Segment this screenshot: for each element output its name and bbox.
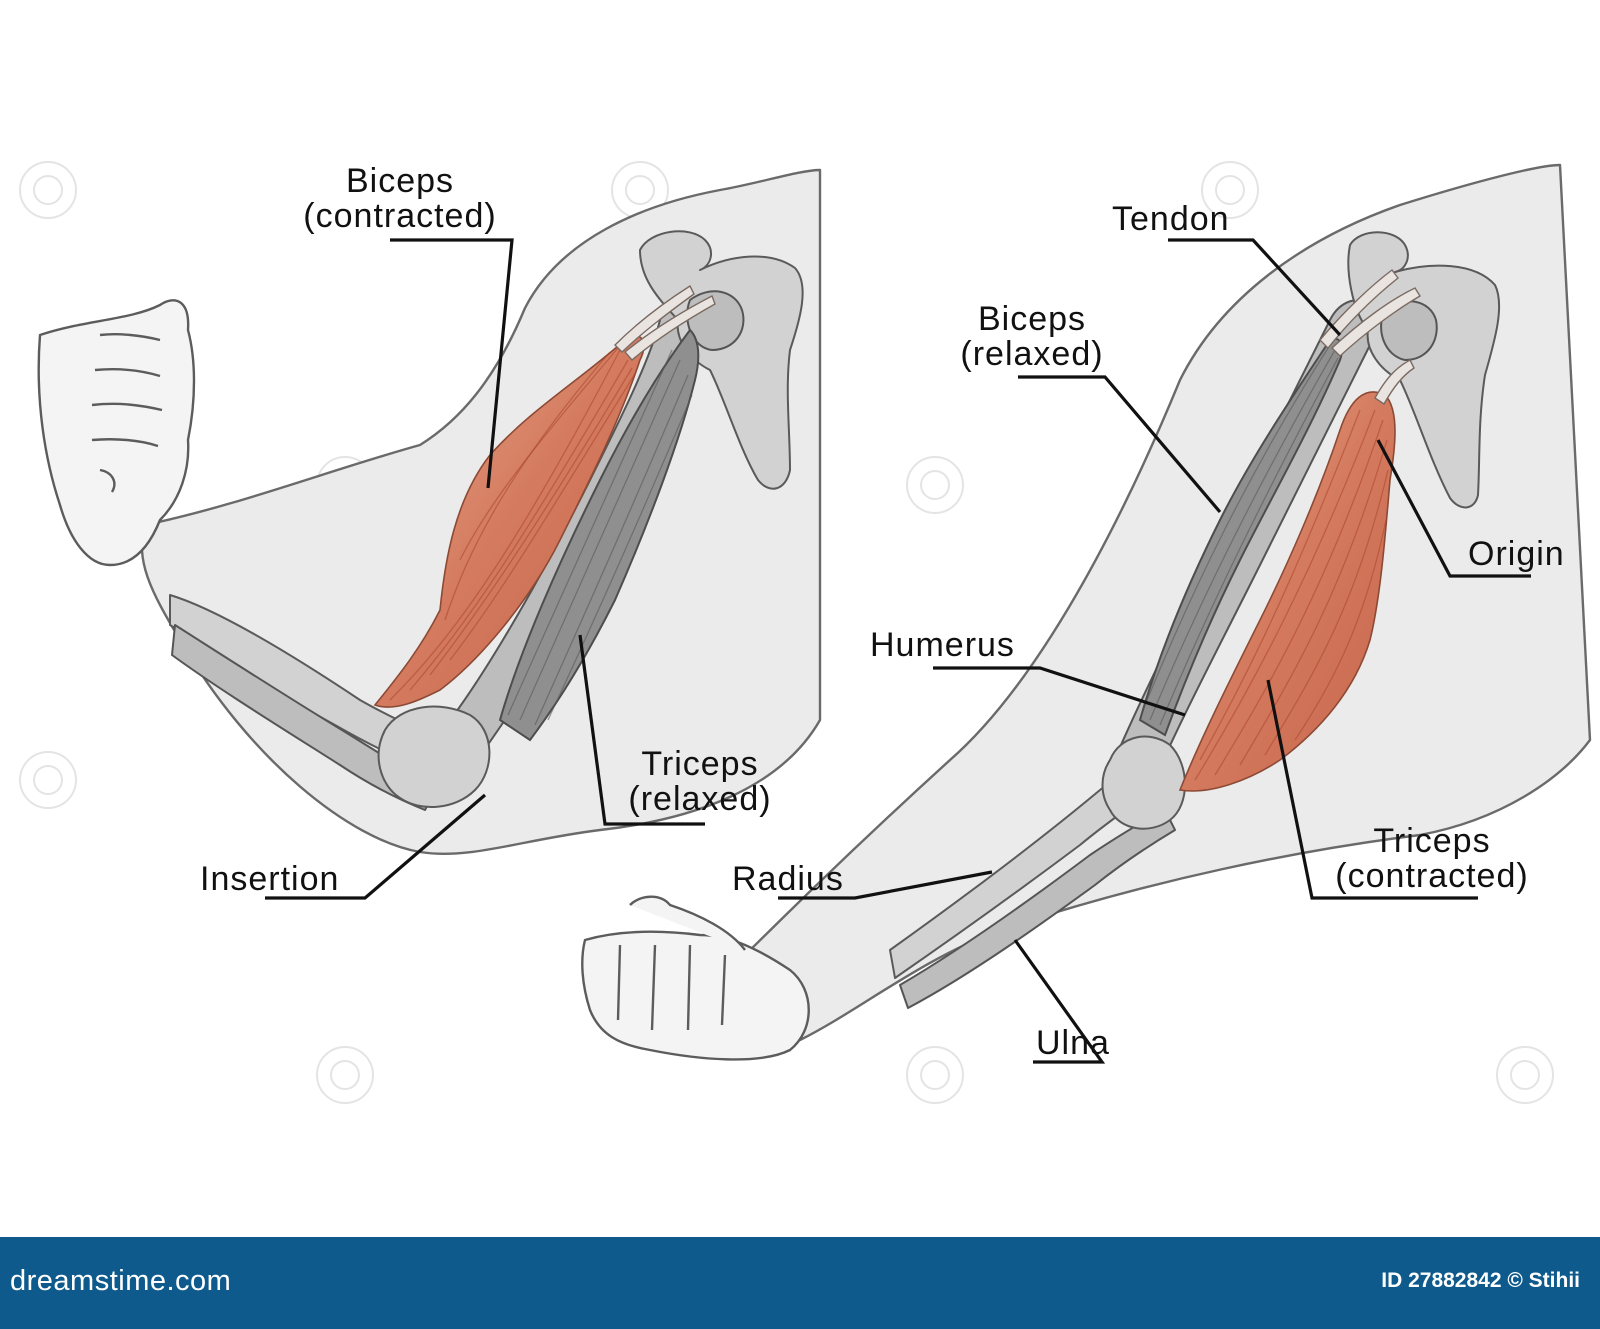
footer-image-id: ID 27882842 © Stihii	[1381, 1269, 1580, 1292]
leader-tendon	[1168, 238, 1342, 337]
labels: Biceps (contracted) Triceps (relaxed) In…	[200, 162, 1565, 1062]
leader-triceps-relaxed	[578, 634, 705, 826]
label-triceps-relaxed-line1: Triceps	[641, 745, 758, 783]
label-radius: Radius	[732, 860, 844, 898]
leader-biceps-contracted	[390, 238, 514, 489]
label-ulna: Ulna	[1036, 1024, 1110, 1062]
leader-origin	[1376, 439, 1531, 578]
footer-site-name[interactable]: dreamstime.com	[10, 1265, 232, 1297]
right-arm-extended	[581, 163, 1592, 1061]
label-origin: Origin	[1468, 535, 1565, 573]
left-arm-flexed	[37, 168, 822, 856]
muscle-diagram: Biceps (contracted) Triceps (relaxed) In…	[19, 161, 1592, 1104]
label-insertion: Insertion	[200, 860, 339, 898]
right-hand	[581, 930, 810, 1061]
leader-triceps-contracted	[1266, 679, 1478, 900]
leader-biceps-relaxed	[1018, 375, 1222, 514]
left-elbow-joint	[377, 705, 491, 808]
label-biceps-contracted-line1: Biceps	[346, 162, 454, 200]
label-biceps-relaxed-line1: Biceps	[978, 300, 1086, 338]
leader-ulna	[1013, 939, 1106, 1064]
right-triceps-contracted	[1178, 391, 1396, 792]
label-tendon: Tendon	[1112, 200, 1230, 238]
label-biceps-contracted-line2: (contracted)	[303, 197, 496, 235]
right-shoulder-bones	[1347, 231, 1501, 509]
label-humerus: Humerus	[870, 626, 1015, 664]
left-triceps-relaxed	[498, 328, 700, 742]
leader-lines	[265, 238, 1531, 1064]
leader-humerus	[933, 666, 1186, 717]
footer-bar: dreamstime.com ID 27882842 © Stihii	[0, 1237, 1600, 1329]
right-elbow-joint	[1101, 735, 1186, 830]
label-triceps-contracted-line1: Triceps	[1373, 822, 1490, 860]
leader-insertion	[265, 793, 487, 900]
left-fist	[37, 299, 196, 567]
label-triceps-relaxed-line2: (relaxed)	[628, 780, 771, 818]
leader-radius	[778, 870, 993, 900]
label-biceps-relaxed-line2: (relaxed)	[960, 335, 1103, 373]
label-triceps-contracted-line2: (contracted)	[1335, 857, 1528, 895]
